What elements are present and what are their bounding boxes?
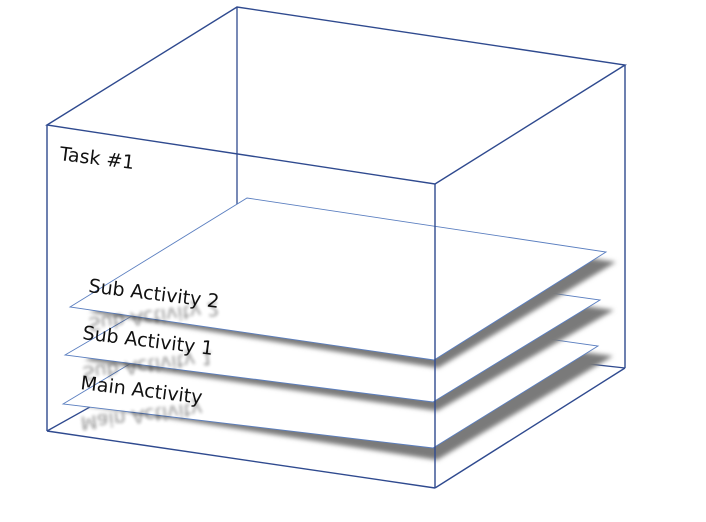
box-bottom-right-edge	[434, 367, 626, 489]
box-bottom-front-edge	[46, 430, 436, 489]
layer-sub-activity-2: Sub Activity 2 Sub Activity 2	[68, 197, 616, 368]
box-front-edges	[45, 6, 627, 489]
task-label: Task #1	[57, 143, 135, 174]
layer-sub-activity-2-plane	[68, 197, 608, 361]
